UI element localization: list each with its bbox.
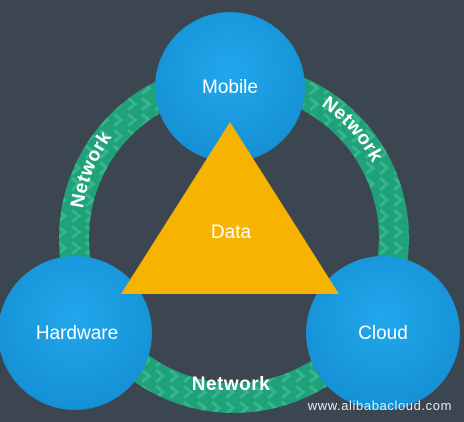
node-cloud: Cloud — [306, 256, 460, 410]
node-mobile-circle — [155, 12, 305, 162]
watermark: www.alibabacloud.com — [307, 398, 452, 413]
node-mobile-label: Mobile — [202, 77, 258, 98]
core-label: Data — [211, 222, 252, 243]
core-triangle — [121, 122, 339, 294]
node-hardware: Hardware — [0, 256, 152, 410]
node-mobile: Mobile — [155, 12, 305, 162]
node-hardware-circle — [0, 256, 152, 410]
network-label-right: Network — [318, 92, 387, 165]
node-cloud-circle — [306, 256, 460, 410]
network-label-bottom: Network — [192, 374, 270, 395]
node-hardware-label: Hardware — [36, 323, 118, 344]
node-cloud-label: Cloud — [358, 323, 408, 344]
core-data: Data — [121, 122, 339, 294]
